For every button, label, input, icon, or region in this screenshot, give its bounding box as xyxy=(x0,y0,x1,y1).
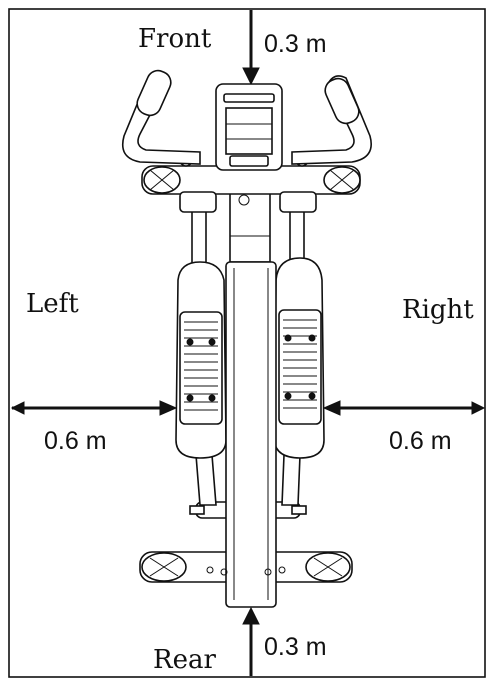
arrow-left xyxy=(10,400,178,416)
arrow-rear xyxy=(242,606,260,676)
distance-left: 0.6 m xyxy=(44,427,107,455)
distance-right: 0.6 m xyxy=(389,427,452,455)
elliptical-trainer-drawing xyxy=(121,69,372,608)
right-handlebar xyxy=(291,75,372,165)
center-rail xyxy=(220,175,277,608)
label-right: Right xyxy=(402,295,474,325)
label-left: Left xyxy=(26,289,79,319)
left-handlebar xyxy=(121,69,201,165)
arrow-right xyxy=(322,400,486,416)
right-pedal xyxy=(273,257,325,459)
arrow-front xyxy=(242,10,260,86)
label-rear: Rear xyxy=(153,645,216,675)
clearance-boundary xyxy=(8,8,486,678)
console xyxy=(215,83,283,171)
distance-front: 0.3 m xyxy=(264,30,327,58)
front-crossbar xyxy=(141,153,361,213)
label-front: Front xyxy=(138,24,212,54)
left-pedal xyxy=(175,261,227,459)
distance-rear: 0.3 m xyxy=(264,633,327,661)
